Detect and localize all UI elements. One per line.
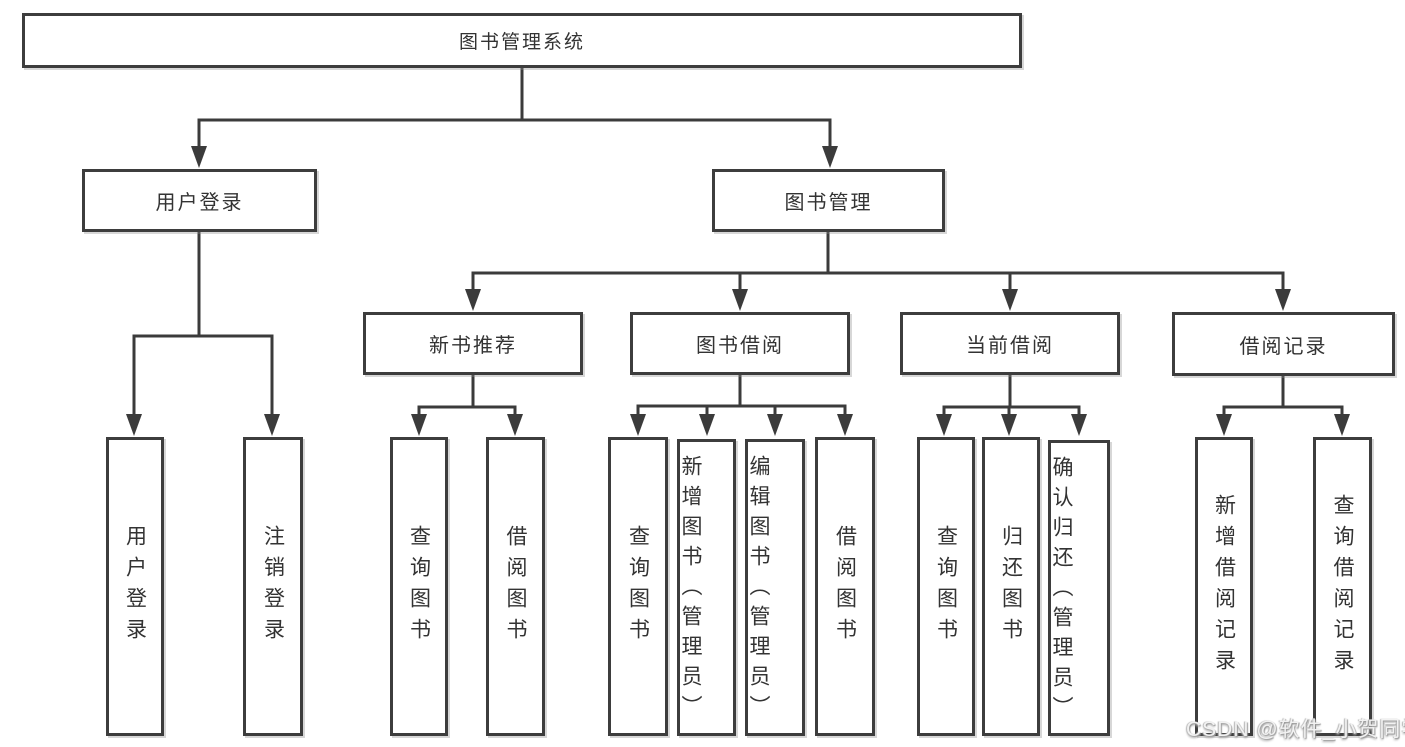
leaf-borrow-book: 借阅图书 xyxy=(815,437,875,736)
leaf-current-query-book: 查询图书 xyxy=(917,437,975,736)
node-label: 图书借阅 xyxy=(696,335,784,357)
node-user-login-module: 用户登录 xyxy=(82,169,317,232)
node-label: 确认归还（管理员） xyxy=(1050,455,1073,726)
leaf-logout: 注销登录 xyxy=(243,437,303,736)
csdn-watermark: CSDN @软件_小贺同学 xyxy=(1186,718,1405,741)
leaf-confirm-return-admin: 确认归还（管理员） xyxy=(1048,440,1110,736)
node-label: 查询图书 xyxy=(626,524,650,649)
leaf-user-login: 用户登录 xyxy=(106,437,164,736)
node-label: 新增借阅记录 xyxy=(1212,493,1236,680)
leaf-return-book: 归还图书 xyxy=(982,437,1040,736)
leaf-edit-book-admin: 编辑图书（管理员） xyxy=(745,439,805,736)
node-label: 图书管理 xyxy=(784,192,873,214)
leaf-query-borrow-record: 查询借阅记录 xyxy=(1313,437,1372,736)
node-label: 编辑图书（管理员） xyxy=(747,455,770,725)
node-label: 借阅记录 xyxy=(1239,335,1328,358)
node-label: 查询图书 xyxy=(934,524,958,649)
node-label: 新增图书（管理员） xyxy=(679,455,702,725)
node-new-book-recommend: 新书推荐 xyxy=(363,312,583,375)
node-label: 查询借阅记录 xyxy=(1331,493,1354,680)
leaf-recommend-borrow-book: 借阅图书 xyxy=(486,437,545,736)
node-book-management-module: 图书管理 xyxy=(712,169,945,232)
leaf-recommend-query-book: 查询图书 xyxy=(390,437,448,736)
leaf-borrow-query-book: 查询图书 xyxy=(608,437,668,736)
node-borrow-record: 借阅记录 xyxy=(1172,312,1395,376)
node-label: 查询图书 xyxy=(407,524,431,649)
node-label: 图书管理系统 xyxy=(458,32,585,53)
node-label: 新书推荐 xyxy=(429,335,517,357)
node-label: 归还图书 xyxy=(999,524,1023,649)
node-label: 注销登录 xyxy=(261,524,285,649)
leaf-add-borrow-record: 新增借阅记录 xyxy=(1195,437,1253,736)
node-label: 借阅图书 xyxy=(504,524,527,649)
leaf-add-book-admin: 新增图书（管理员） xyxy=(677,439,736,736)
node-label: 用户登录 xyxy=(123,524,147,649)
node-book-borrow: 图书借阅 xyxy=(630,312,850,375)
node-label: 借阅图书 xyxy=(833,524,857,649)
node-library-management-system: 图书管理系统 xyxy=(22,13,1022,68)
node-label: 用户登录 xyxy=(155,192,244,214)
node-current-borrow: 当前借阅 xyxy=(900,312,1120,375)
node-label: 当前借阅 xyxy=(966,335,1054,357)
